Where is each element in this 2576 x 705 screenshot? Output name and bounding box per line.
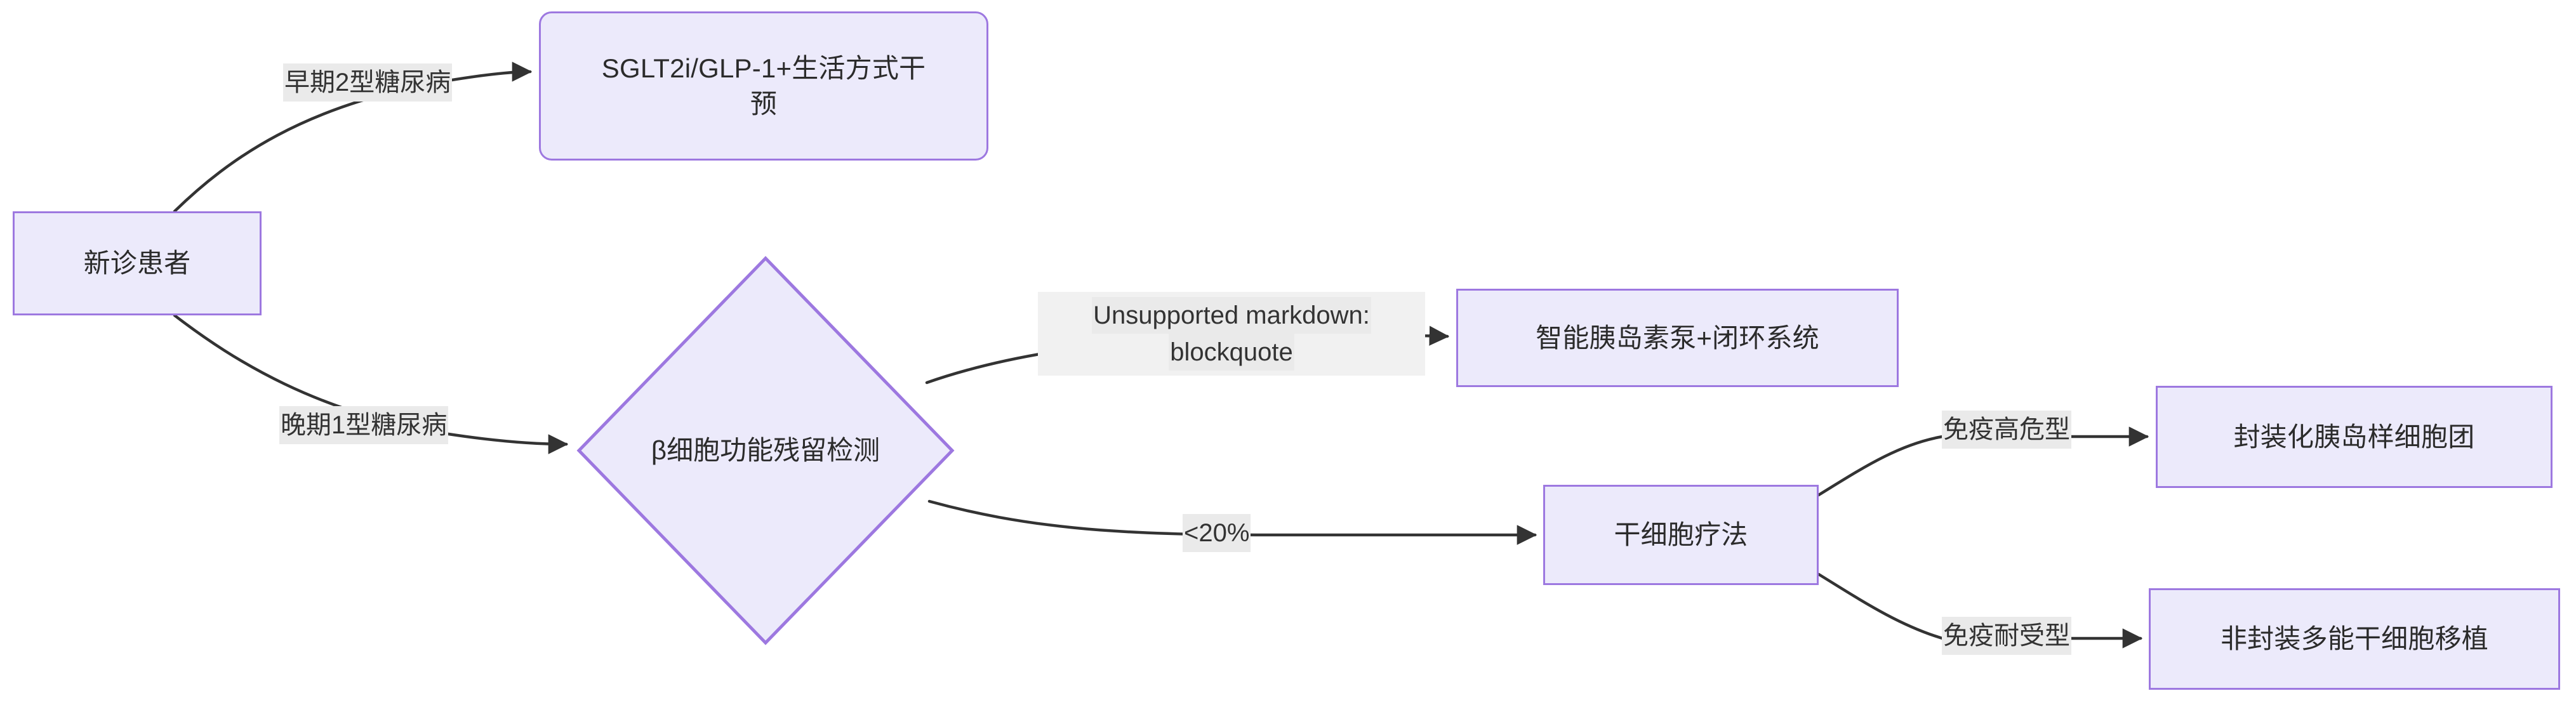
edge-label-under-20-percent: <20% bbox=[1183, 514, 1251, 552]
node-new-patient[interactable]: 新诊患者 bbox=[13, 211, 262, 315]
node-beta-cell-test[interactable]: β细胞功能残留检测 bbox=[576, 256, 955, 645]
node-sglt2i-glp1[interactable]: SGLT2i/GLP-1+生活方式干 预 bbox=[539, 11, 988, 161]
edge-label-immune-tolerant: 免疫耐受型 bbox=[1942, 617, 2071, 655]
node-smart-pump[interactable]: 智能胰岛素泵+闭环系统 bbox=[1456, 289, 1899, 387]
node-encapsulated-islet-label: 封装化胰岛样细胞团 bbox=[2233, 421, 2475, 452]
node-non-encapsulated-stem[interactable]: 非封装多能干细胞移植 bbox=[2149, 588, 2560, 690]
diamond-shape bbox=[576, 256, 955, 645]
node-non-encapsulated-stem-label: 非封装多能干细胞移植 bbox=[2220, 624, 2488, 654]
edge-beta-cell-to-stem-cell bbox=[927, 499, 1537, 545]
node-stem-cell-therapy-label: 干细胞疗法 bbox=[1614, 520, 1748, 550]
edge-label-early-t2d: 早期2型糖尿病 bbox=[283, 63, 453, 102]
edge-label-under-20-percent-text: <20% bbox=[1184, 519, 1250, 547]
node-stem-cell-therapy[interactable]: 干细胞疗法 bbox=[1543, 485, 1819, 585]
edge-label-early-t2d-text: 早期2型糖尿病 bbox=[284, 69, 451, 96]
edge-label-immune-high-risk-text: 免疫高危型 bbox=[1943, 416, 2070, 444]
edge-label-unsupported-markdown-line1: Unsupported markdown: bbox=[1092, 297, 1371, 334]
edge-label-immune-high-risk: 免疫高危型 bbox=[1942, 411, 2071, 449]
edge-label-late-t1d: 晚期1型糖尿病 bbox=[279, 406, 449, 444]
edge-label-unsupported-markdown-line2: blockquote bbox=[1169, 334, 1294, 371]
node-beta-cell-test-label: β细胞功能残留检测 bbox=[651, 435, 880, 465]
node-sglt2i-glp1-label: SGLT2i/GLP-1+生活方式干 预 bbox=[601, 53, 926, 119]
edge-label-immune-tolerant-text: 免疫耐受型 bbox=[1943, 622, 2070, 650]
edge-label-late-t1d-text: 晚期1型糖尿病 bbox=[281, 411, 448, 439]
edge-label-unsupported-markdown: Unsupported markdown: blockquote bbox=[1038, 292, 1425, 376]
node-smart-pump-label: 智能胰岛素泵+闭环系统 bbox=[1536, 322, 1819, 353]
node-new-patient-label: 新诊患者 bbox=[83, 248, 191, 279]
node-encapsulated-islet[interactable]: 封装化胰岛样细胞团 bbox=[2156, 386, 2553, 488]
